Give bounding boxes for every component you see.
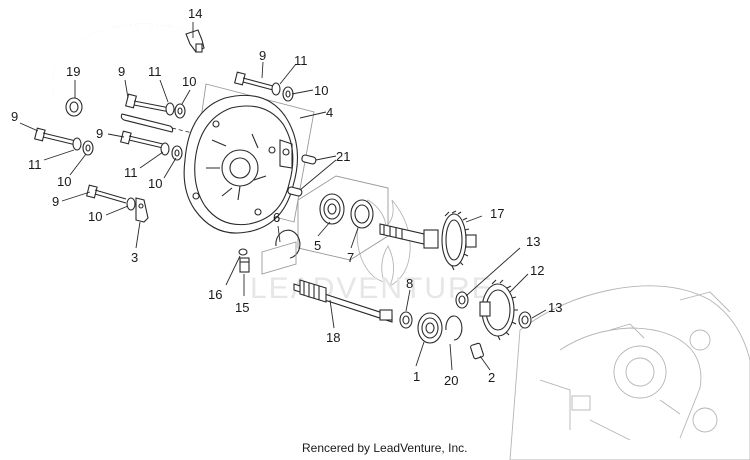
callout-10b: 10 — [57, 174, 71, 189]
credit-line: Rencered by LeadVenture, Inc. — [302, 441, 467, 455]
callout-14: 14 — [188, 6, 202, 21]
callout-11a: 11 — [148, 64, 162, 79]
callout-3: 3 — [131, 250, 138, 265]
part-3-bracket — [135, 197, 149, 223]
part-21-dowels — [287, 154, 317, 197]
bolt-9c — [120, 130, 164, 149]
callout-10c: 10 — [148, 176, 162, 191]
lock-washer-11c — [160, 142, 170, 156]
leader-lines — [19, 22, 547, 371]
lock-washer-11b — [72, 137, 82, 151]
callout-5: 5 — [314, 238, 321, 253]
watermark-text: LEADVENTURE — [250, 272, 494, 305]
washer-10d — [126, 197, 136, 211]
part-2-pin — [470, 342, 484, 360]
callout-11c: 11 — [124, 165, 138, 180]
part-15-plug — [239, 257, 250, 273]
part-20-circlip — [445, 315, 463, 341]
leadventure-watermark: LEADVENTURE — [250, 199, 494, 305]
part-13-washer-right — [518, 311, 532, 329]
callout-13b: 13 — [548, 300, 562, 315]
callout-9b: 9 — [11, 109, 18, 124]
lock-washer-11a — [165, 102, 175, 116]
callout-13a: 13 — [526, 234, 540, 249]
callout-10e: 10 — [314, 83, 328, 98]
callout-19: 19 — [66, 64, 80, 79]
callout-18: 18 — [326, 330, 340, 345]
callout-labels: 14 19 9 11 10 9 11 10 9 11 10 9 10 3 9 1… — [11, 6, 562, 388]
part-13-washer-upper — [455, 291, 469, 309]
bolt-9d — [86, 184, 127, 204]
crankcase-background — [509, 285, 750, 460]
part-12-gear — [479, 279, 518, 341]
callout-16: 16 — [208, 287, 222, 302]
callout-11d: 11 — [294, 53, 308, 68]
bolt-9b — [34, 127, 77, 146]
part-18-shaft — [293, 279, 393, 323]
bearing-box-outline — [297, 175, 389, 261]
callout-10d: 10 — [88, 209, 102, 224]
callout-9a: 9 — [118, 64, 125, 79]
part-5-bearing — [319, 193, 345, 225]
callout-15: 15 — [235, 300, 249, 315]
part-1-bearing — [417, 312, 443, 344]
callout-10a: 10 — [182, 74, 196, 89]
bolt-9e — [234, 71, 274, 91]
callout-12: 12 — [530, 263, 544, 278]
part-16-oring — [238, 248, 248, 256]
callout-4: 4 — [326, 105, 333, 120]
callout-9d: 9 — [52, 194, 59, 209]
callout-8: 8 — [406, 276, 413, 291]
part-17-drive-gear — [379, 210, 477, 271]
callout-9e: 9 — [259, 48, 266, 63]
bolt-9a — [125, 93, 171, 113]
part-14-hose — [51, 23, 205, 99]
callout-6: 6 — [273, 210, 280, 225]
part-19-grommet — [65, 97, 83, 117]
callout-9c: 9 — [96, 126, 103, 141]
callout-17: 17 — [490, 206, 504, 221]
part-6-circlip — [261, 229, 301, 275]
callout-7: 7 — [347, 250, 354, 265]
lock-washer-11d — [271, 82, 281, 96]
callout-2: 2 — [488, 370, 495, 385]
callout-20: 20 — [444, 373, 458, 388]
callout-21: 21 — [336, 149, 350, 164]
callout-1: 1 — [413, 369, 420, 384]
part-4-cover — [183, 83, 315, 234]
callout-11b: 11 — [28, 157, 42, 172]
part-7-seal — [350, 199, 374, 229]
part-8-spacer — [399, 311, 413, 329]
